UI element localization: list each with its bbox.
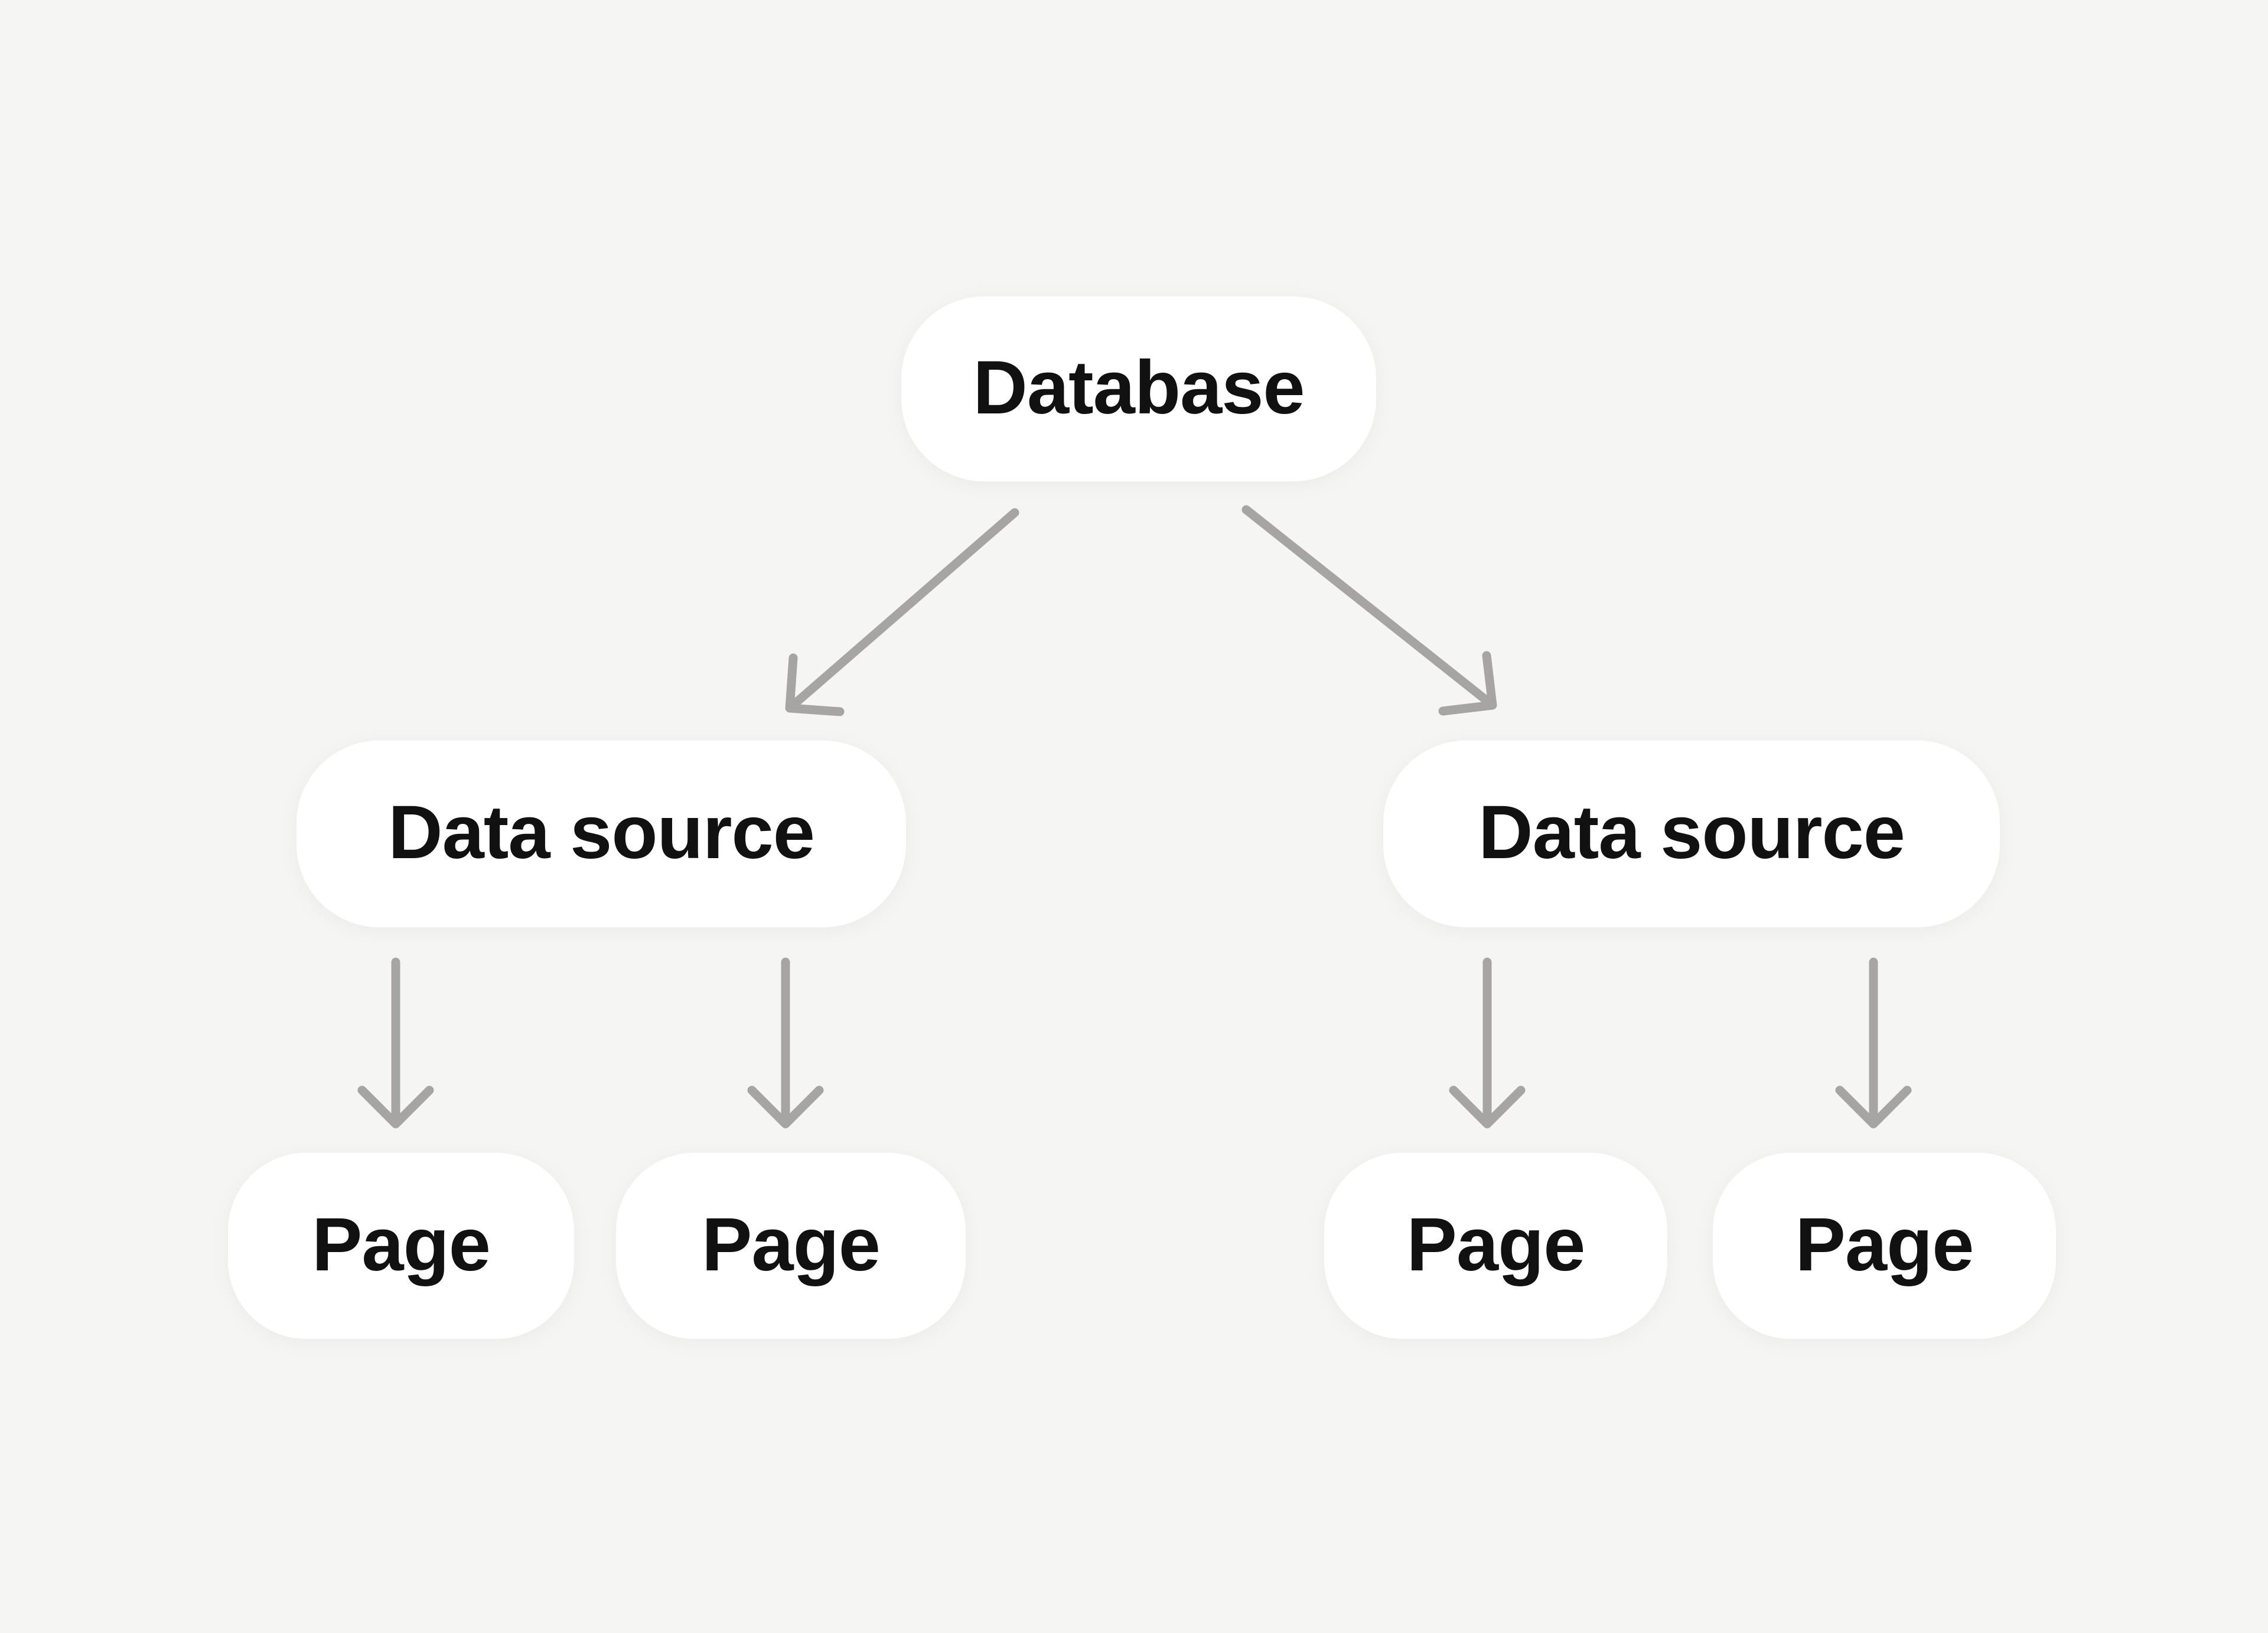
node-page-2-label: Page: [702, 1202, 881, 1287]
node-datasource-left: Data source: [296, 741, 906, 927]
node-page-2: Page: [616, 1153, 966, 1339]
node-page-4: Page: [1713, 1153, 2056, 1339]
arrow-datasource-right-to-page-4: [1835, 957, 1912, 1129]
node-database-label: Database: [973, 345, 1305, 430]
arrow-database-to-datasource-left: [785, 508, 1019, 716]
node-datasource-left-label: Data source: [388, 790, 815, 875]
node-page-1: Page: [228, 1153, 574, 1339]
node-datasource-right-label: Data source: [1478, 790, 1905, 875]
node-datasource-right: Data source: [1383, 741, 2000, 927]
node-page-1-label: Page: [312, 1202, 491, 1287]
node-page-3-label: Page: [1406, 1202, 1586, 1287]
arrow-datasource-right-to-page-3: [1449, 957, 1526, 1129]
node-page-4-label: Page: [1795, 1202, 1974, 1287]
arrow-datasource-left-to-page-1: [357, 957, 434, 1129]
node-database: Database: [901, 296, 1376, 481]
node-page-3: Page: [1324, 1153, 1667, 1339]
arrow-database-to-datasource-right: [1241, 505, 1497, 716]
arrow-datasource-left-to-page-2: [747, 957, 824, 1129]
